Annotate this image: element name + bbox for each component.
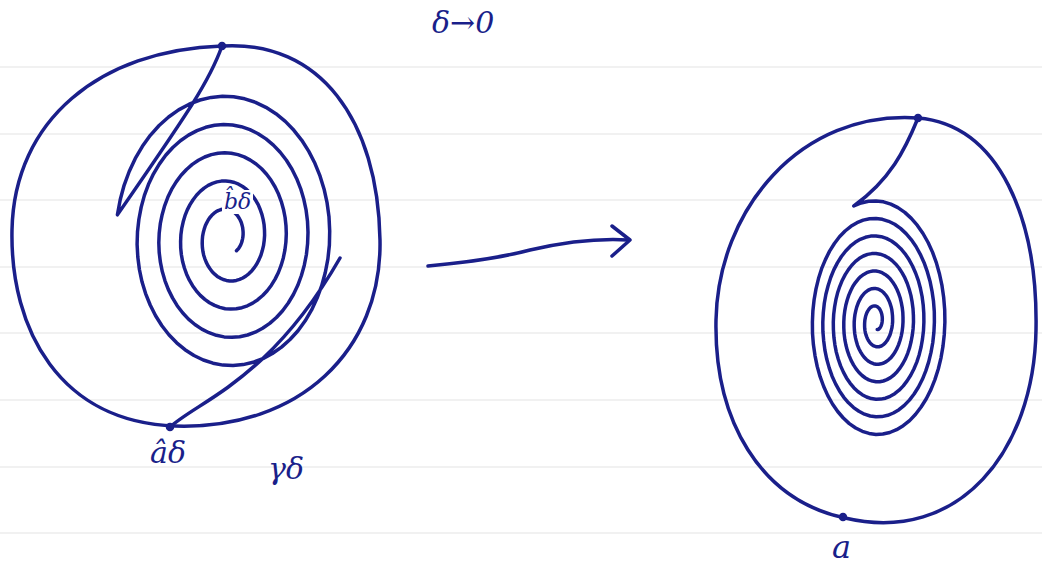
point-label: b̂δ <box>222 190 253 214</box>
point-label: a <box>832 530 851 565</box>
limit-arrow <box>428 239 628 266</box>
arrow-head <box>612 226 630 256</box>
left-spiral <box>117 46 340 427</box>
curve-label: γδ <box>268 452 304 485</box>
left-disk <box>12 46 380 426</box>
point-label: âδ <box>150 436 186 469</box>
right-spiral <box>812 118 945 434</box>
right-disk <box>716 118 1036 523</box>
ruled-lines <box>0 67 1042 533</box>
limit-note: δ→0 <box>432 6 494 39</box>
